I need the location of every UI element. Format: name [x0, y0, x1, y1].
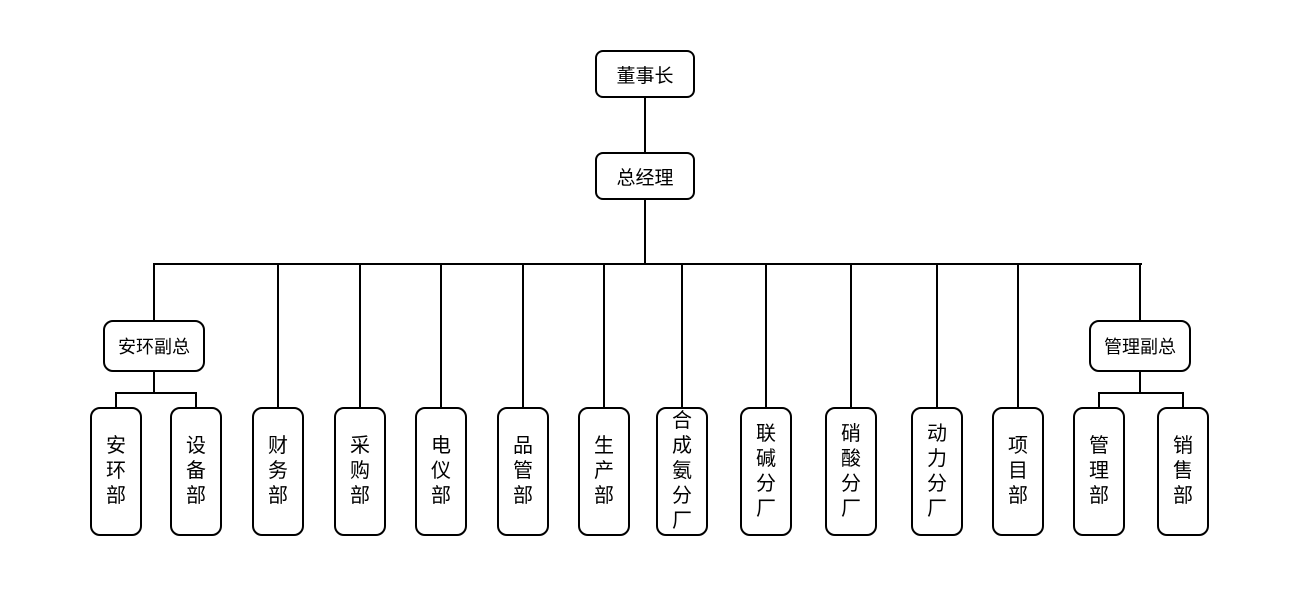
- connector-gm-bus: [644, 200, 646, 263]
- node-vp-safety-env-label: 安环副总: [118, 337, 190, 357]
- connector-drop-finance: [277, 263, 279, 407]
- connector-drop-ammonia: [681, 263, 683, 407]
- node-dept-soda-plant-label: 联碱分厂: [756, 422, 776, 520]
- node-dept-power-plant: 动力分厂: [911, 407, 963, 536]
- connector-drop-power: [936, 263, 938, 407]
- node-dept-soda-plant: 联碱分厂: [740, 407, 792, 536]
- node-dept-equipment: 设备部: [170, 407, 222, 536]
- node-vp-safety-env: 安环副总: [103, 320, 205, 372]
- node-vp-management: 管理副总: [1089, 320, 1191, 372]
- node-dept-management: 管理部: [1073, 407, 1125, 536]
- node-dept-finance-label: 财务部: [268, 435, 288, 507]
- node-dept-sales-label: 销售部: [1173, 435, 1193, 507]
- node-dept-nitric-acid-plant-label: 硝酸分厂: [841, 422, 861, 520]
- node-dept-quality: 品管部: [497, 407, 549, 536]
- node-dept-power-plant-label: 动力分厂: [927, 422, 947, 520]
- connector-drop-management-dept: [1098, 392, 1100, 407]
- connector-vp-safety-stem: [153, 372, 155, 392]
- node-dept-synthetic-ammonia-plant: 合成氨分厂: [656, 407, 708, 536]
- node-vp-management-label: 管理副总: [1104, 337, 1176, 357]
- connector-drop-electrical: [440, 263, 442, 407]
- connector-drop-sales: [1182, 392, 1184, 407]
- node-dept-production-label: 生产部: [594, 435, 614, 507]
- node-dept-electrical-instrument: 电仪部: [415, 407, 467, 536]
- node-dept-electrical-instrument-label: 电仪部: [431, 435, 451, 507]
- connector-vp-management-hbar: [1098, 392, 1184, 394]
- connector-drop-equipment: [195, 392, 197, 407]
- connector-vp-management-stem: [1139, 372, 1141, 392]
- node-dept-safety-env: 安环部: [90, 407, 142, 536]
- node-chairman: 董事长: [595, 50, 695, 98]
- node-dept-project: 项目部: [992, 407, 1044, 536]
- connector-drop-project: [1017, 263, 1019, 407]
- node-dept-sales: 销售部: [1157, 407, 1209, 536]
- node-dept-production: 生产部: [578, 407, 630, 536]
- connector-chairman-gm: [644, 98, 646, 152]
- node-dept-purchasing: 采购部: [334, 407, 386, 536]
- node-dept-safety-env-label: 安环部: [106, 435, 126, 507]
- connector-vp-safety-hbar: [115, 392, 197, 394]
- node-general-manager: 总经理: [595, 152, 695, 200]
- node-chairman-label: 董事长: [616, 65, 674, 87]
- connector-drop-vp-safety: [153, 263, 155, 320]
- node-dept-nitric-acid-plant: 硝酸分厂: [825, 407, 877, 536]
- node-dept-equipment-label: 设备部: [186, 435, 206, 507]
- node-dept-purchasing-label: 采购部: [350, 435, 370, 507]
- connector-bus-horizontal: [153, 263, 1142, 265]
- node-dept-finance: 财务部: [252, 407, 304, 536]
- node-dept-quality-label: 品管部: [513, 435, 533, 507]
- node-dept-project-label: 项目部: [1008, 435, 1028, 507]
- connector-drop-purchasing: [359, 263, 361, 407]
- node-dept-management-label: 管理部: [1089, 435, 1109, 507]
- connector-drop-soda: [765, 263, 767, 407]
- node-general-manager-label: 总经理: [616, 167, 674, 189]
- node-dept-synthetic-ammonia-plant-label: 合成氨分厂: [672, 410, 692, 532]
- connector-drop-quality: [522, 263, 524, 407]
- connector-drop-vp-management: [1139, 263, 1141, 320]
- connector-drop-safety-dept: [115, 392, 117, 407]
- connector-drop-nitric: [850, 263, 852, 407]
- connector-drop-production: [603, 263, 605, 407]
